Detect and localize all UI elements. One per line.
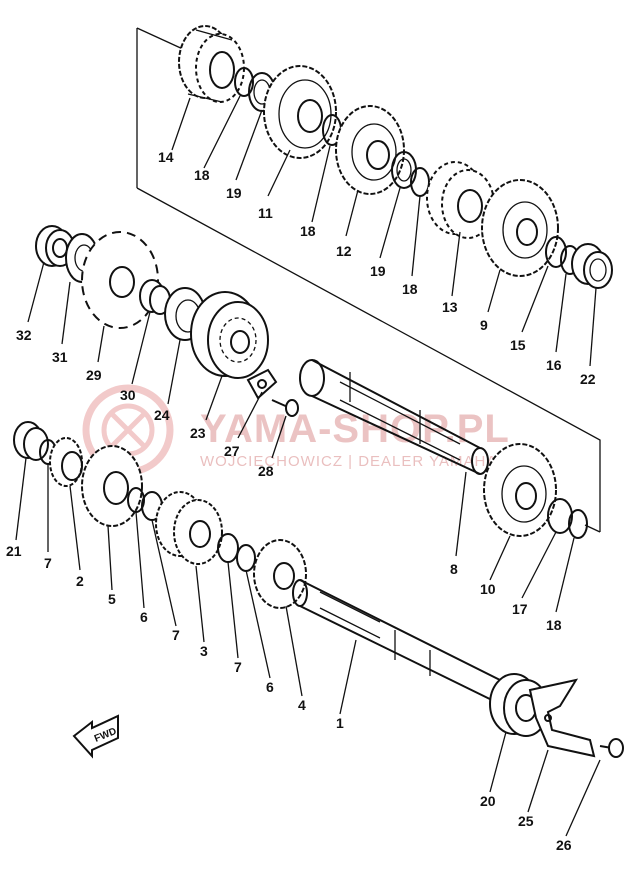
label-14: 14: [158, 149, 174, 165]
label-32: 32: [16, 327, 32, 343]
part-number-labels: 14 18 19 11 18 12 19 18 13 9 15 16 22 32…: [6, 149, 596, 853]
label-18-b: 18: [300, 223, 316, 239]
label-13: 13: [442, 299, 458, 315]
gear-3-icon: [155, 491, 223, 565]
gear-12-icon: [335, 105, 405, 195]
label-4: 4: [298, 697, 306, 713]
label-29: 29: [86, 367, 102, 383]
bearing-stopper-25-icon: [528, 678, 596, 758]
washer-17-icon: [547, 498, 573, 534]
label-25: 25: [518, 813, 534, 829]
label-3: 3: [200, 643, 208, 659]
washer-7-right-icon: [217, 533, 239, 563]
drive-sprocket-29-icon: [81, 231, 159, 329]
washer-15-icon: [545, 236, 567, 268]
label-12: 12: [336, 243, 352, 259]
bearing-22-icon: [571, 243, 613, 289]
label-26: 26: [556, 837, 572, 853]
label-7-c: 7: [234, 659, 242, 675]
label-20: 20: [480, 793, 496, 809]
bearing-stopper-27-icon: [246, 368, 278, 400]
screw-28-icon: [271, 399, 299, 417]
gear-11-icon: [263, 65, 337, 159]
label-22: 22: [580, 371, 596, 387]
bearing-23-icon: [190, 291, 269, 379]
bolt-26-icon: [599, 738, 624, 758]
label-11: 11: [258, 205, 273, 221]
label-18-a: 18: [194, 167, 210, 183]
label-28: 28: [258, 463, 274, 479]
label-16: 16: [546, 357, 562, 373]
label-27: 27: [224, 443, 240, 459]
main-axle-1-icon: [292, 579, 501, 705]
label-21: 21: [6, 543, 22, 559]
label-18-c: 18: [402, 281, 418, 297]
label-17: 17: [512, 601, 528, 617]
assembly-outline: [136, 27, 601, 533]
bearing-21-icon: [13, 421, 49, 461]
gear-10-icon: [483, 443, 557, 537]
label-23: 23: [190, 425, 206, 441]
watermark-title: YAMA-SHOP.PL: [200, 407, 510, 451]
circlip-6-right-icon: [236, 544, 256, 572]
label-1: 1: [336, 715, 344, 731]
main-axle-8-icon: [299, 359, 489, 475]
label-6-a: 6: [140, 609, 148, 625]
watermark-subtitle: WOJCIECHOWICZ | DEALER YAMAHA: [200, 453, 497, 470]
circlip-18-lower-icon: [568, 509, 588, 539]
label-7-a: 7: [44, 555, 52, 571]
fwd-direction-arrow-icon: FWD: [72, 714, 119, 759]
label-6-b: 6: [266, 679, 274, 695]
gear-14-icon: [178, 25, 245, 103]
label-8: 8: [450, 561, 458, 577]
gear-13-icon: [426, 161, 495, 239]
leader-lines: [15, 95, 601, 837]
label-15: 15: [510, 337, 526, 353]
label-31: 31: [52, 349, 68, 365]
label-18-d: 18: [546, 617, 562, 633]
label-10: 10: [480, 581, 496, 597]
label-9: 9: [480, 317, 488, 333]
label-2: 2: [76, 573, 84, 589]
gear-9-icon: [481, 179, 559, 277]
circlip-18-top-icon: [234, 67, 254, 97]
label-19-b: 19: [370, 263, 386, 279]
gear-2-icon: [49, 437, 83, 487]
gear-5-icon: [81, 445, 143, 527]
label-30: 30: [120, 387, 136, 403]
label-24: 24: [154, 407, 170, 423]
watermark: YAMA-SHOP.PL WOJCIECHOWICZ | DEALER YAMA…: [82, 384, 510, 476]
label-7-b: 7: [172, 627, 180, 643]
gear-4-icon: [253, 539, 307, 609]
label-19-a: 19: [226, 185, 242, 201]
label-5: 5: [108, 591, 116, 607]
